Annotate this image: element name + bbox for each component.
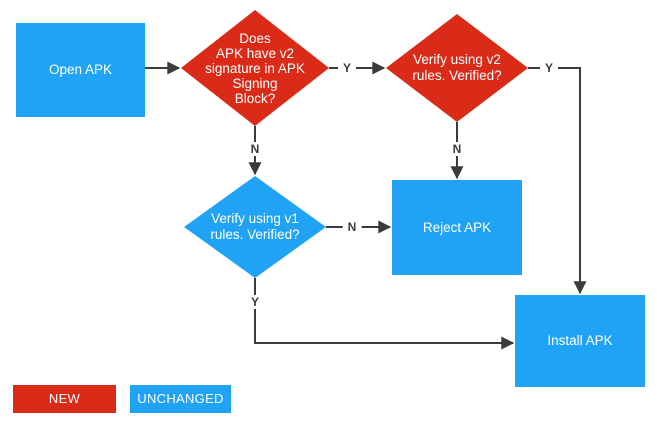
node-verify-v1-shape: [184, 176, 326, 278]
legend-new-swatch: [13, 385, 116, 413]
edge-label-verifyv2-yes: Y: [539, 61, 559, 75]
edge-verifyv1-yes-to-install: [254, 278, 515, 350]
edge-label-hasv2-no: N: [245, 142, 265, 156]
legend-unchanged-swatch: [130, 385, 231, 413]
edge-label-verifyv1-no: N: [342, 220, 362, 234]
node-reject-apk-shape: [392, 180, 522, 275]
edge-label-verifyv2-no: N: [447, 142, 467, 156]
edge-label-hasv2-yes: Y: [337, 61, 357, 75]
edge-label-verifyv1-yes: Y: [245, 295, 265, 309]
node-open-apk-shape: [16, 23, 145, 117]
node-has-v2-signature-shape: [181, 10, 329, 126]
edge-verifyv2-yes-to-install: [528, 67, 587, 295]
node-verify-v2-shape: [386, 14, 528, 122]
node-install-apk-shape: [515, 295, 645, 387]
